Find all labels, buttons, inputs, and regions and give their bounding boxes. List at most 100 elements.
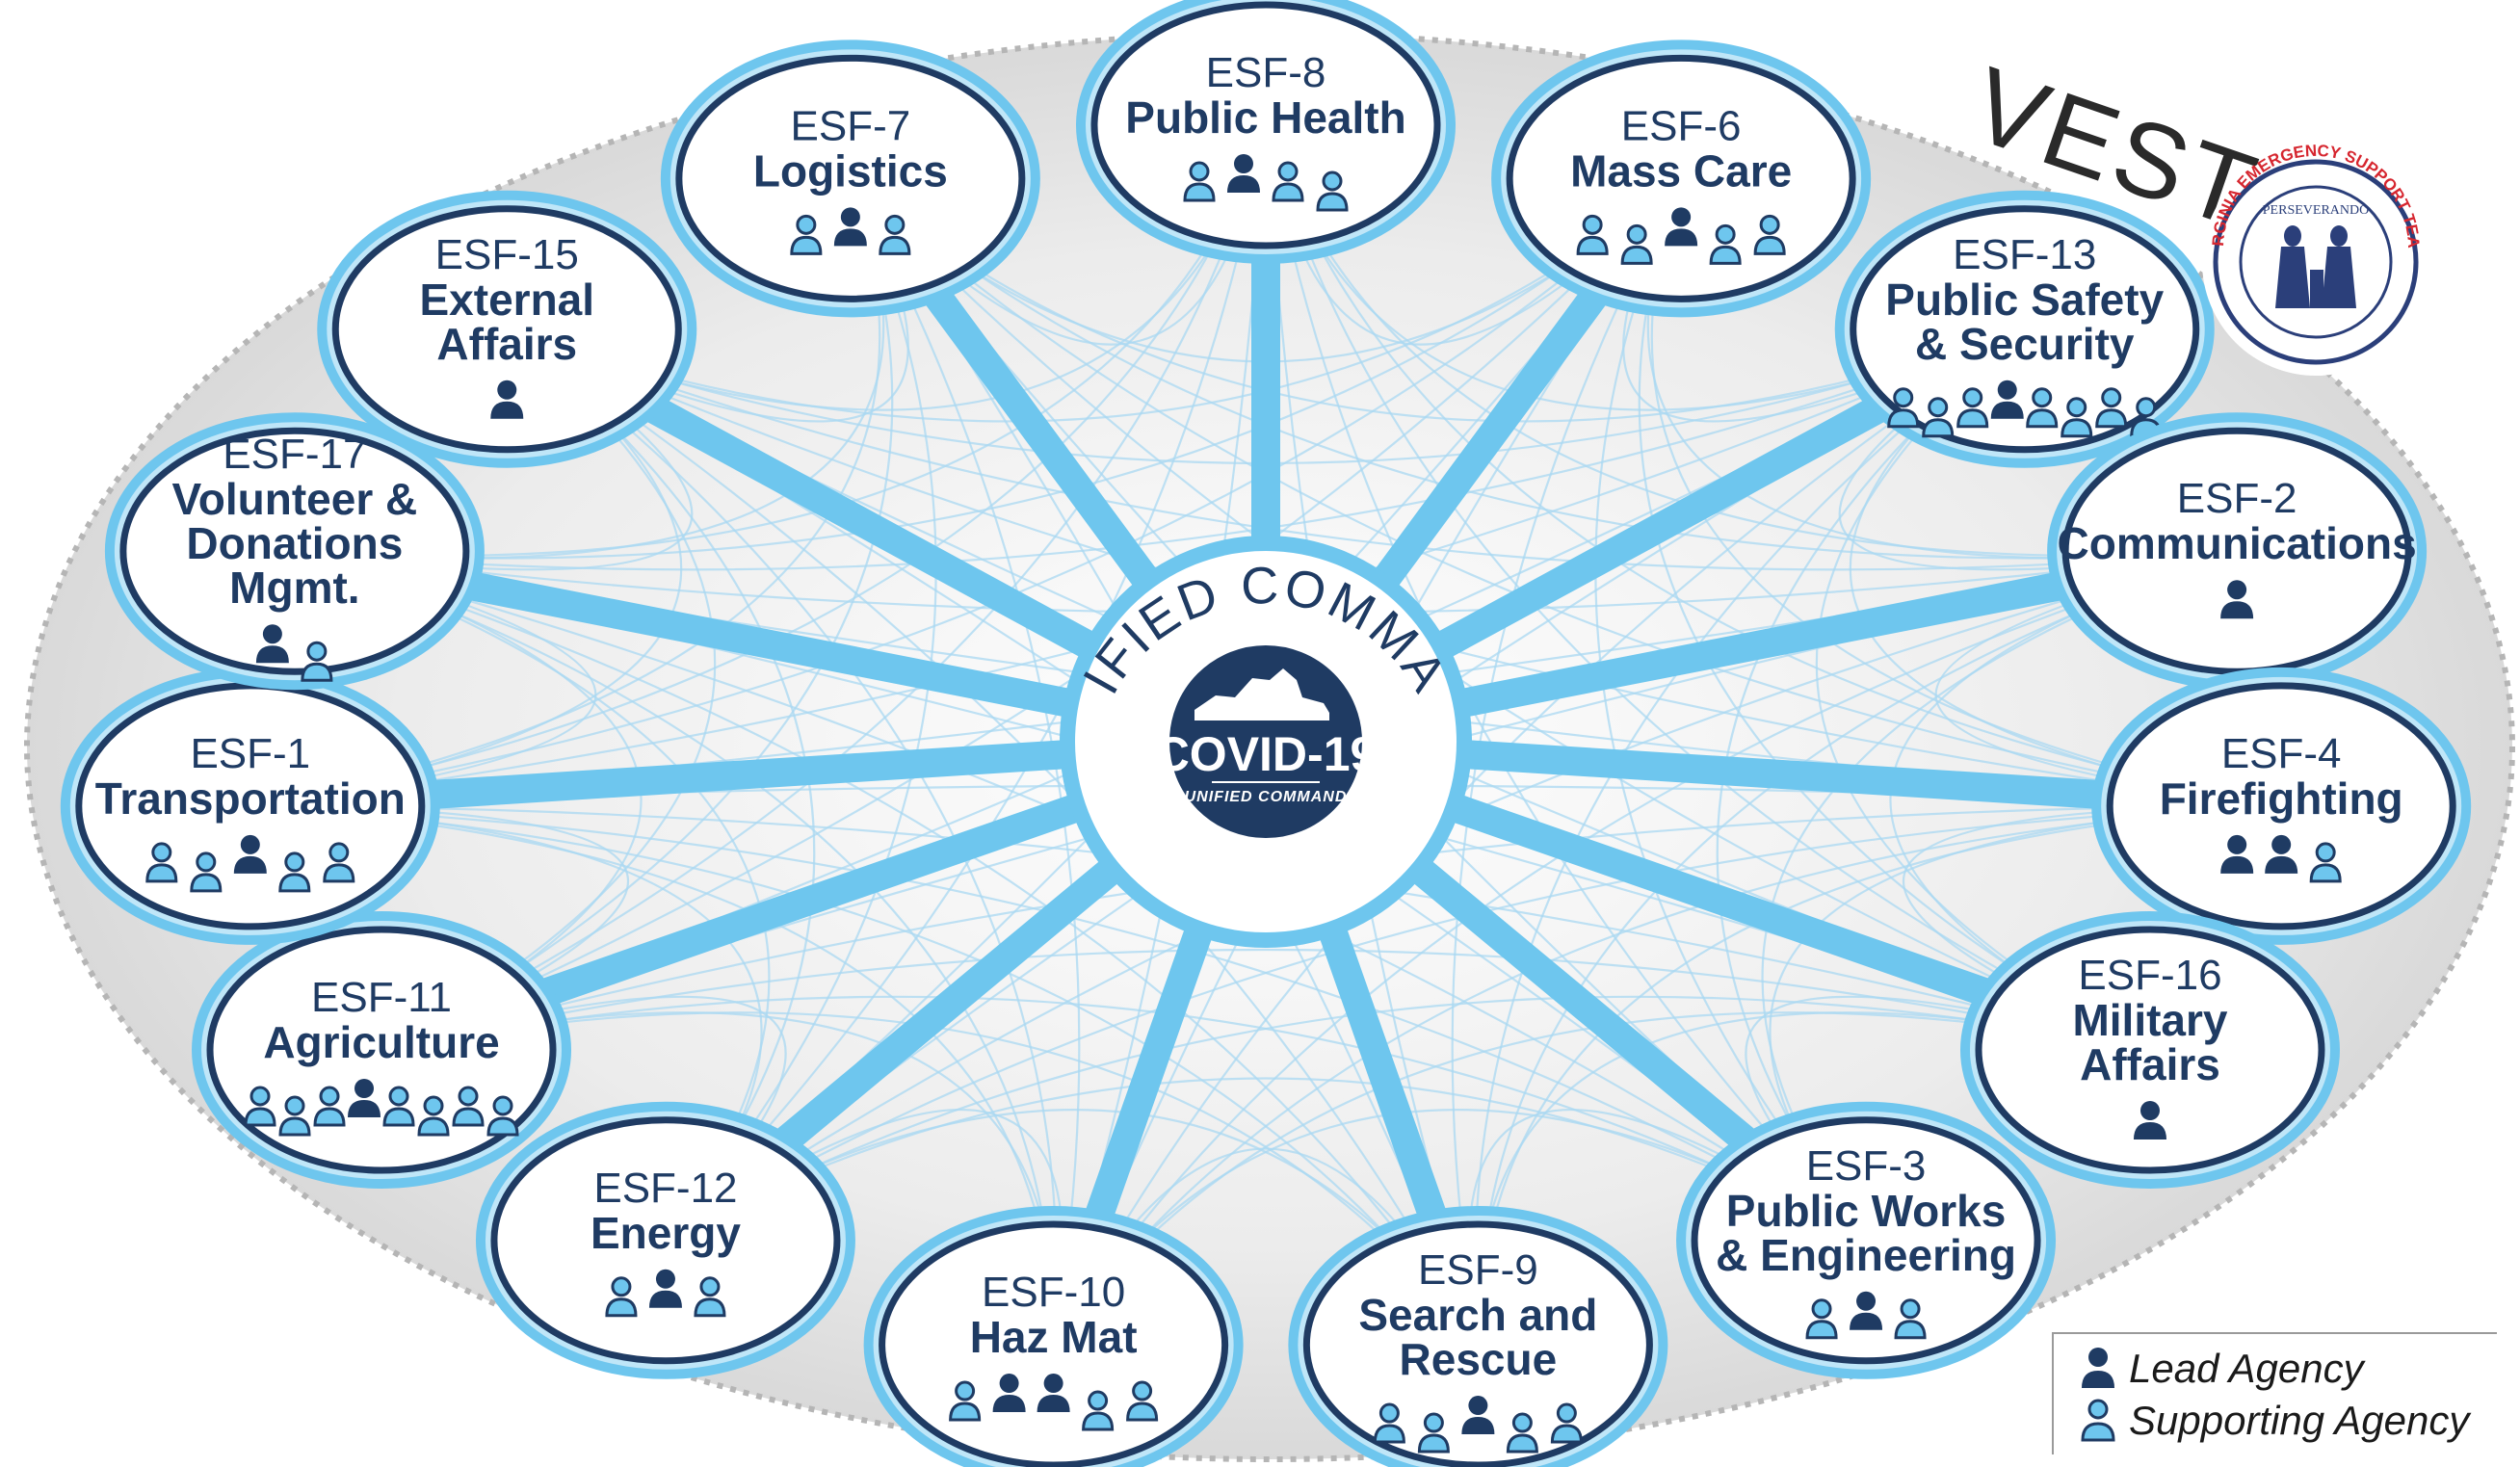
supporting-agency-icon — [1576, 214, 1609, 255]
supporting-agency-icon — [1506, 1412, 1538, 1454]
supporting-agency-icon — [1272, 161, 1304, 202]
esf-name: Logistics — [753, 145, 948, 196]
supporting-agency-icon — [301, 641, 333, 682]
esf-name: Affairs — [436, 319, 577, 369]
lead-agency-icon — [1037, 1374, 1070, 1413]
mesh-link — [665, 177, 937, 1242]
esf-code: ESF-9 — [1418, 1246, 1538, 1294]
mesh-link — [506, 327, 1058, 1346]
esf-code: ESF-1 — [190, 730, 310, 777]
supporting-agency-icon — [1620, 223, 1653, 265]
supporting-agency-icon — [1373, 1402, 1405, 1444]
esf-name: Volunteer & — [172, 474, 418, 524]
supporting-agency-icon — [1887, 387, 1920, 429]
seal-figures-icon — [2275, 225, 2356, 308]
covid-subtitle: UNIFIED COMMAND — [1185, 789, 1348, 805]
supporting-agency-icon — [382, 1086, 415, 1127]
lead-agency-icon — [490, 380, 524, 419]
supporting-agency-icon — [2095, 387, 2128, 429]
esf-code: ESF-17 — [223, 431, 366, 478]
supporting-agency-icon — [1922, 397, 1955, 438]
lead-agency-icon — [255, 624, 289, 664]
esf-name: Affairs — [2080, 1039, 2220, 1089]
supporting-agency-icon — [145, 842, 178, 883]
supporting-agency-icon — [452, 1086, 485, 1127]
mesh-link — [381, 1011, 1480, 1346]
covid-title: COVID-19 — [1155, 727, 1378, 781]
esf-name: Search and — [1358, 1290, 1597, 1340]
lead-agency-icon — [1227, 154, 1260, 193]
lead-agency-icon — [1990, 380, 2024, 419]
esf-code: ESF-2 — [2177, 475, 2297, 522]
lead-agency-icon — [233, 834, 267, 874]
lead-agency-icon — [2133, 1101, 2166, 1140]
esf-name: & Security — [1915, 319, 2135, 369]
legend: Lead Agency Supporting Agency — [2052, 1332, 2497, 1454]
covid-badge — [1164, 640, 1368, 844]
mesh-link — [381, 124, 1268, 1051]
supporting-agency-icon — [323, 842, 355, 883]
esf-code: ESF-16 — [2078, 952, 2221, 999]
esf-code: ESF-11 — [311, 974, 452, 1021]
mesh-link — [1052, 1011, 2151, 1346]
mesh-link — [1264, 124, 2151, 1051]
legend-lead: Lead Agency — [2079, 1344, 2364, 1394]
supporting-agency-icon — [190, 851, 223, 893]
supporting-agency-icon — [1709, 223, 1742, 265]
esf-name: Communications — [2058, 518, 2417, 568]
lead-agency-icon — [648, 1269, 682, 1308]
lead-agency-icon — [1461, 1396, 1495, 1435]
esf-code: ESF-4 — [2221, 730, 2342, 777]
esf-name: Agriculture — [263, 1017, 499, 1067]
esf-code: ESF-10 — [982, 1269, 1125, 1316]
mesh-link — [506, 177, 1682, 423]
esf-code: ESF-7 — [791, 102, 911, 149]
lead-agency-icon — [1665, 207, 1698, 247]
mesh-link — [665, 1077, 1867, 1242]
supporting-agency-icon — [1805, 1298, 1838, 1340]
lead-agency-icon — [1850, 1291, 1883, 1330]
lead-agency-icon — [992, 1374, 1026, 1413]
mesh-link — [381, 327, 717, 1051]
esf-code: ESF-3 — [1806, 1142, 1927, 1190]
legend-support-label: Supporting Agency — [2129, 1398, 2470, 1443]
supporting-agency-icon — [949, 1380, 982, 1422]
supporting-agency-icon — [244, 1086, 276, 1127]
supporting-agency-icon — [1894, 1298, 1927, 1340]
esf-name: Rescue — [1400, 1334, 1558, 1384]
lead-agency-icon — [2220, 834, 2254, 874]
supporting-agency-icon — [417, 1095, 450, 1137]
mesh-link — [850, 177, 2026, 423]
supporting-agency-icon — [2026, 387, 2059, 429]
mesh-link — [1594, 177, 1867, 1242]
mesh-link — [1474, 327, 2026, 1346]
supporting-agency-icon — [694, 1276, 726, 1318]
seal-motto: PERSEVERANDO — [2263, 203, 2369, 218]
virginia-state-icon — [1194, 668, 1329, 720]
supporting-agency-icon — [1082, 1390, 1115, 1431]
esf-name: Firefighting — [2160, 773, 2403, 824]
supporting-agency-icon — [486, 1095, 519, 1137]
lead-agency-icon — [2082, 1348, 2114, 1388]
supporting-agency-icon — [605, 1276, 638, 1318]
supporting-agency-icon — [2309, 842, 2342, 883]
supporting-agency-icon — [1417, 1412, 1450, 1454]
esf-name: Public Safety — [1885, 275, 2164, 325]
supporting-agency-icon — [1183, 161, 1216, 202]
supporting-agency-icon — [2081, 1399, 2115, 1442]
supporting-agency-icon — [1126, 1380, 1159, 1422]
legend-support: Supporting Agency — [2079, 1396, 2469, 1446]
